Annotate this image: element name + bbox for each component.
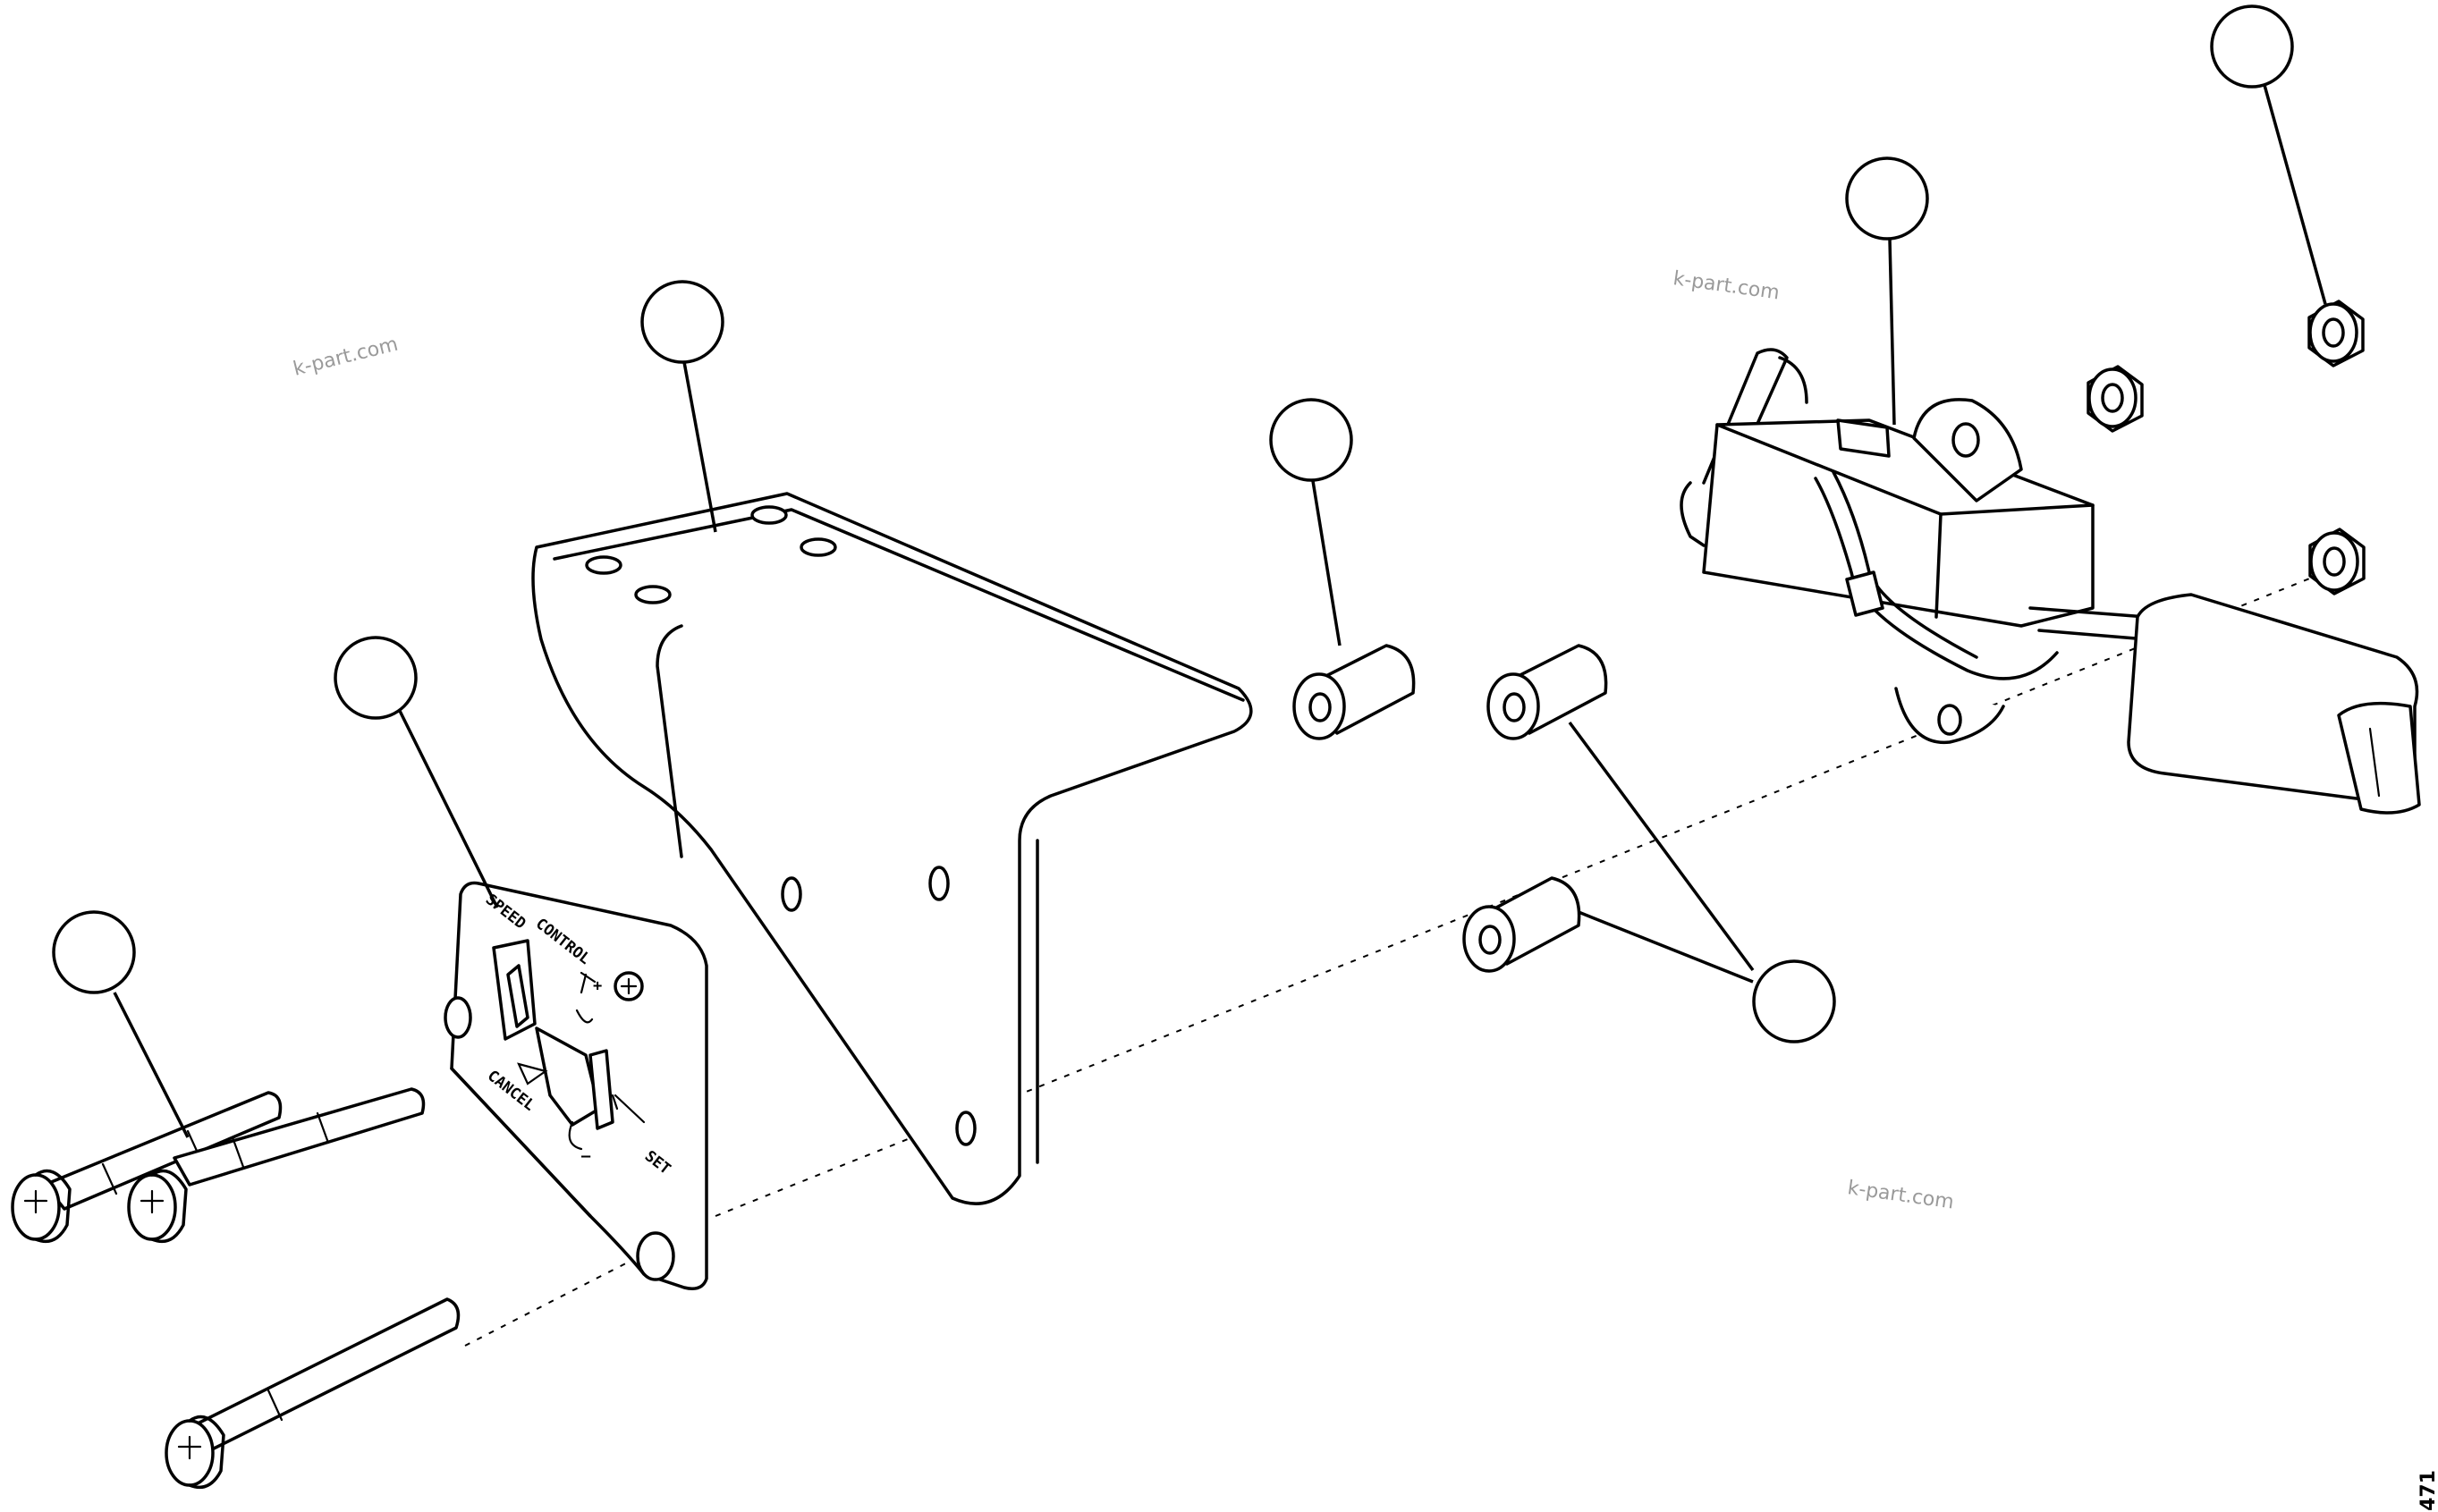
leader-lines <box>113 78 2327 1138</box>
spacer-1[interactable] <box>1292 644 1416 740</box>
mounting-bracket[interactable] <box>531 492 1253 1205</box>
flange-nut-2[interactable] <box>2307 300 2365 367</box>
spacer-2[interactable] <box>1486 644 1608 740</box>
figure-number: 42471 <box>2417 1470 2438 1512</box>
watermark: k-part.com <box>291 334 400 381</box>
plate-label-plus: + <box>593 977 602 995</box>
control-module[interactable] <box>1680 348 2421 815</box>
flange-nut-3[interactable] <box>2308 528 2366 596</box>
callout-balloon-module <box>1845 156 1929 241</box>
callout-balloon-spacers <box>1752 959 1836 1043</box>
callout-balloons <box>52 4 2294 1043</box>
callout-balloon-faceplate <box>334 636 418 720</box>
speed-control-faceplate[interactable]: SPEED CONTROL CANCEL SET + – <box>444 881 708 1290</box>
screw-upper[interactable] <box>11 1091 283 1244</box>
callout-balloon-screws <box>52 910 136 994</box>
watermark: k-part.com <box>1672 267 1781 304</box>
callout-balloon-bracket <box>640 280 724 364</box>
screw-lower[interactable] <box>165 1297 461 1490</box>
plate-label-minus: – <box>581 1147 591 1165</box>
screw-middle[interactable] <box>127 1087 426 1244</box>
callout-balloon-spacer <box>1269 398 1353 482</box>
spacer-3[interactable] <box>1462 876 1581 973</box>
flange-nut-1[interactable] <box>2087 365 2144 433</box>
callout-balloon-nuts <box>2210 4 2294 89</box>
watermark: k-part.com <box>1846 1177 1955 1213</box>
